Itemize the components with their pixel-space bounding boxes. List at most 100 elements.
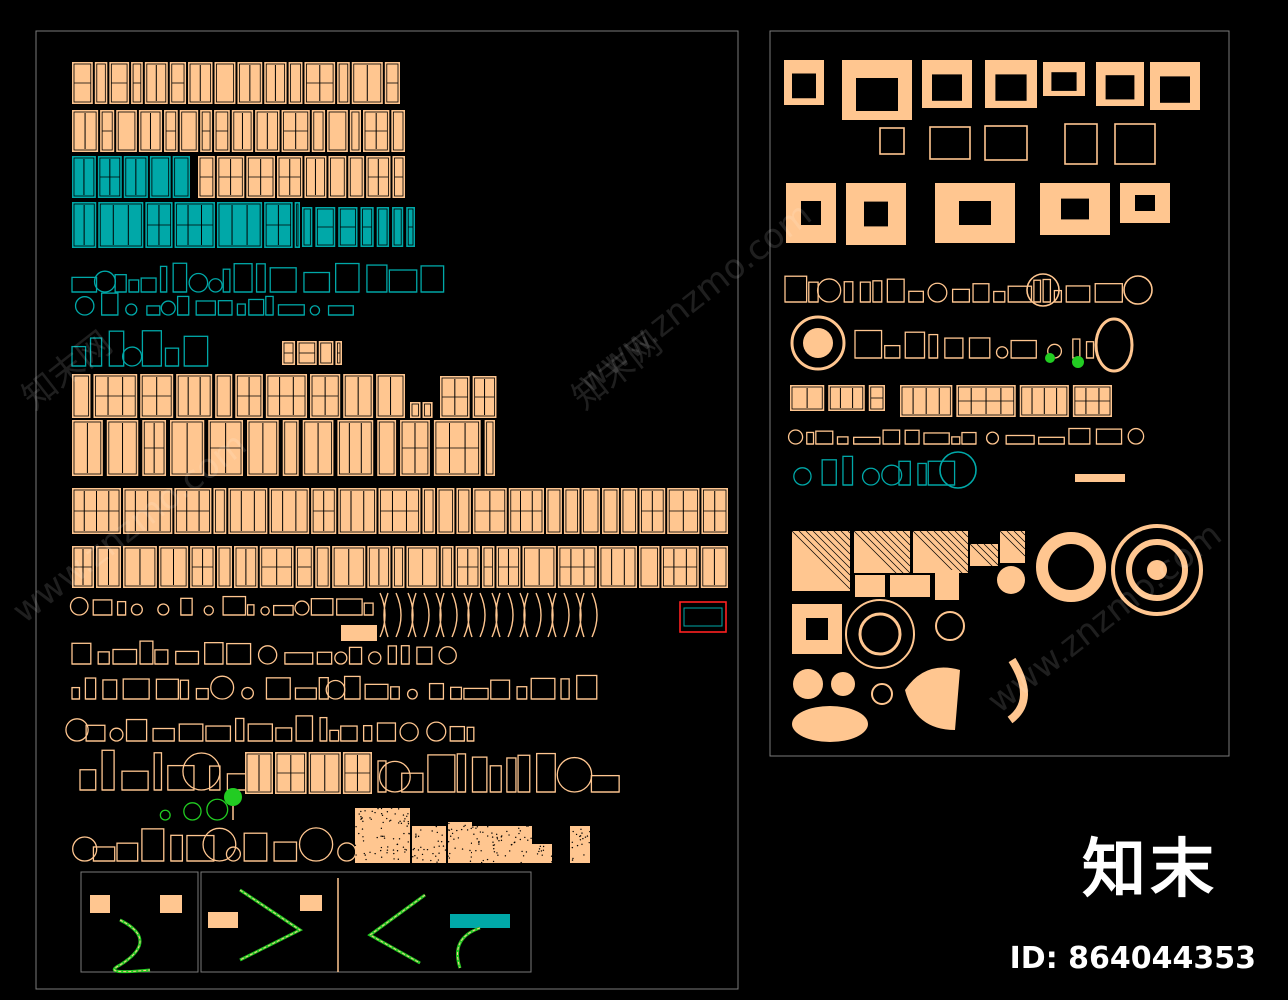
table-elevation-icon <box>364 683 389 700</box>
sofa-elevation-icon <box>334 651 348 665</box>
glass-door-elevation-detail <box>151 157 170 197</box>
plant-icon <box>206 798 229 821</box>
bed-plan-outline <box>984 125 1028 161</box>
appliance-icon <box>376 722 397 742</box>
wardrobe-elevation-detail <box>486 421 494 475</box>
bathroom-elevation-detail <box>296 203 299 247</box>
hatch-dot <box>388 820 391 822</box>
sanitary-icon <box>195 300 217 316</box>
wall-panel-elevation <box>440 546 454 588</box>
hatch-dot <box>588 841 590 844</box>
wardrobe-elevation-detail <box>108 421 137 475</box>
door-elevation-detail <box>392 111 404 151</box>
wall-panel-elevation <box>602 488 619 534</box>
hatch-dot <box>403 820 405 822</box>
counter-plan-icon <box>787 429 804 445</box>
hatch-dot <box>522 855 525 857</box>
table-elevation-icon <box>71 686 81 700</box>
floor-pattern-hatch <box>833 530 851 548</box>
floor-pattern-hatch <box>999 530 1026 557</box>
sanitary-icon <box>248 298 265 316</box>
hatch-dot <box>493 848 495 850</box>
sanitary-icon <box>420 265 445 293</box>
dining-set-icon <box>968 337 991 359</box>
rug-detail <box>868 80 890 102</box>
bath-plan-icon <box>793 467 812 486</box>
spiral-stair <box>113 919 151 973</box>
floor-pattern-hatch <box>819 530 851 562</box>
hatch-dot <box>487 826 489 828</box>
counter-plan-icon <box>961 431 977 445</box>
cabinet-elevation <box>72 374 91 418</box>
kitchen-icon <box>141 330 163 367</box>
bath-plan-icon <box>842 455 854 486</box>
hatch-dot <box>365 858 367 861</box>
floor-pattern-hatch <box>1020 530 1026 536</box>
hatch-dot <box>575 833 578 836</box>
plant-icon <box>183 802 202 821</box>
wall-panel-elevation-detail <box>160 547 187 587</box>
hatch-dot <box>589 830 591 833</box>
sofa-elevation-icon <box>310 598 334 616</box>
sanitary-icon <box>208 278 223 293</box>
bed-plan-detail <box>1160 76 1190 103</box>
hatch-dot <box>447 829 449 831</box>
spiral-stair <box>456 926 481 969</box>
curtain-icon <box>379 592 402 638</box>
chair-plan-icon <box>872 280 883 303</box>
chair-plan-icon <box>843 281 854 303</box>
bed-plan-outline <box>879 127 905 155</box>
dining-set-icon <box>884 344 901 359</box>
wall-panel-elevation-detail <box>218 547 231 587</box>
hatch-dot <box>380 813 383 815</box>
hatch-dot <box>530 837 532 840</box>
hatch-dot <box>508 834 510 836</box>
floor-pattern <box>890 575 930 597</box>
hatch-dot <box>527 825 529 827</box>
hatch-dot <box>420 829 422 831</box>
wall-panel-elevation-detail <box>565 489 578 533</box>
piano-and-figures-icon <box>225 846 242 862</box>
hatch-dot <box>402 814 405 816</box>
sofa-elevation-icon <box>438 646 457 665</box>
counter-plan-icon <box>815 430 834 445</box>
hatch-dot <box>496 838 499 840</box>
bathroom-elevation-detail <box>303 208 311 246</box>
floor-pattern <box>855 575 885 597</box>
floor-pattern-hatch <box>895 530 911 546</box>
wall-panel-elevation <box>639 546 660 588</box>
table-elevation-icon <box>325 679 346 700</box>
hatch-dot <box>482 859 484 862</box>
ring-medallion <box>1036 532 1106 602</box>
hatch-dot <box>377 807 379 810</box>
hatch-dot <box>586 835 589 837</box>
door-elevation-detail <box>328 111 347 151</box>
hatch-dot <box>493 851 496 853</box>
hatch-dot <box>422 859 424 861</box>
door-elevation-detail <box>189 63 211 103</box>
chair-plan-icon <box>927 282 948 303</box>
hatch-dot <box>407 823 410 825</box>
decor-icon <box>517 754 531 793</box>
sofa-elevation-icon <box>246 604 255 616</box>
hatch-dot <box>416 857 418 859</box>
hatch-dot <box>504 855 507 857</box>
lamp-icon <box>79 769 97 791</box>
bathroom-elevation <box>392 207 404 247</box>
chair-plan-icon <box>1094 283 1123 303</box>
sofa-elevation-icon <box>69 596 89 616</box>
sanitary-icon <box>140 277 157 293</box>
hatch-dot <box>437 840 439 842</box>
sanitary-icon <box>160 300 176 316</box>
sofa-elevation-icon <box>368 651 382 665</box>
hatch-dot <box>454 847 456 849</box>
sanitary-icon <box>128 279 140 293</box>
hatch-dot <box>433 846 435 848</box>
cabinet-plan-detail <box>791 386 823 410</box>
hatch-dot <box>435 855 437 857</box>
square-medallion-detail <box>806 618 828 640</box>
chair-plan-icon <box>886 278 905 303</box>
hatch-dot <box>476 838 478 840</box>
hatch-dot <box>386 852 388 854</box>
